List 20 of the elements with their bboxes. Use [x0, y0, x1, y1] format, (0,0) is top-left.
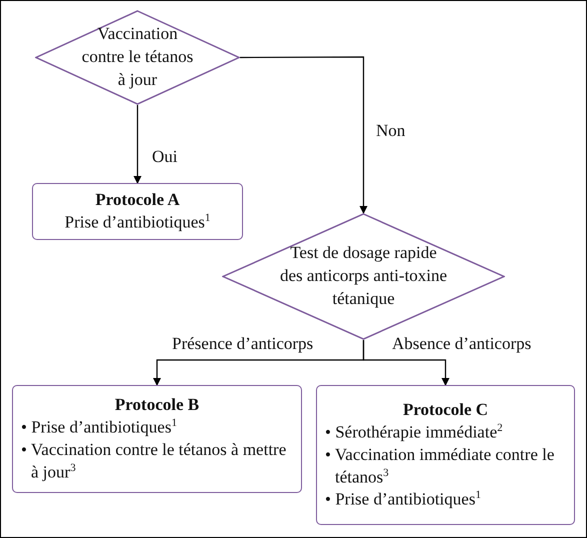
list-item: • Prise d’antibiotiques$^{1}$ — [21, 416, 178, 439]
list-item: • Vaccination contre le tétanos à mettre à jour$^{3}$ — [21, 439, 288, 484]
decision-text: Test de dosage rapide des anticorps anti-toxine tétanique — [280, 242, 448, 310]
arrow — [362, 340, 450, 386]
decision-diamond — [35, 10, 240, 105]
process-box — [32, 183, 243, 240]
list-item: • Prise d’antibiotiques$^{1}$ — [325, 488, 482, 512]
protocol-heading: Protocole C — [402, 398, 488, 421]
protocol-text: Prise d’antibiotiques$^{1}$ — [64, 211, 210, 234]
protocol-heading: Protocole B — [114, 394, 200, 416]
arrow — [240, 56, 368, 214]
list-item: • Sérothérapie immédiate$^{2}$ — [325, 420, 504, 444]
edge-label: Présence d’anticorps — [170, 334, 316, 354]
protocol-heading: Protocole A — [95, 189, 180, 212]
decision-text: Vaccination contre le tétanos à jour — [80, 23, 194, 91]
list-item: • Vaccination immédiate contre le tétanos$^{3}$ — [325, 444, 556, 488]
edge-label: Absence d’anticorps — [390, 334, 534, 354]
arrow — [134, 105, 142, 184]
process-box — [12, 385, 302, 493]
process-box — [316, 385, 575, 525]
